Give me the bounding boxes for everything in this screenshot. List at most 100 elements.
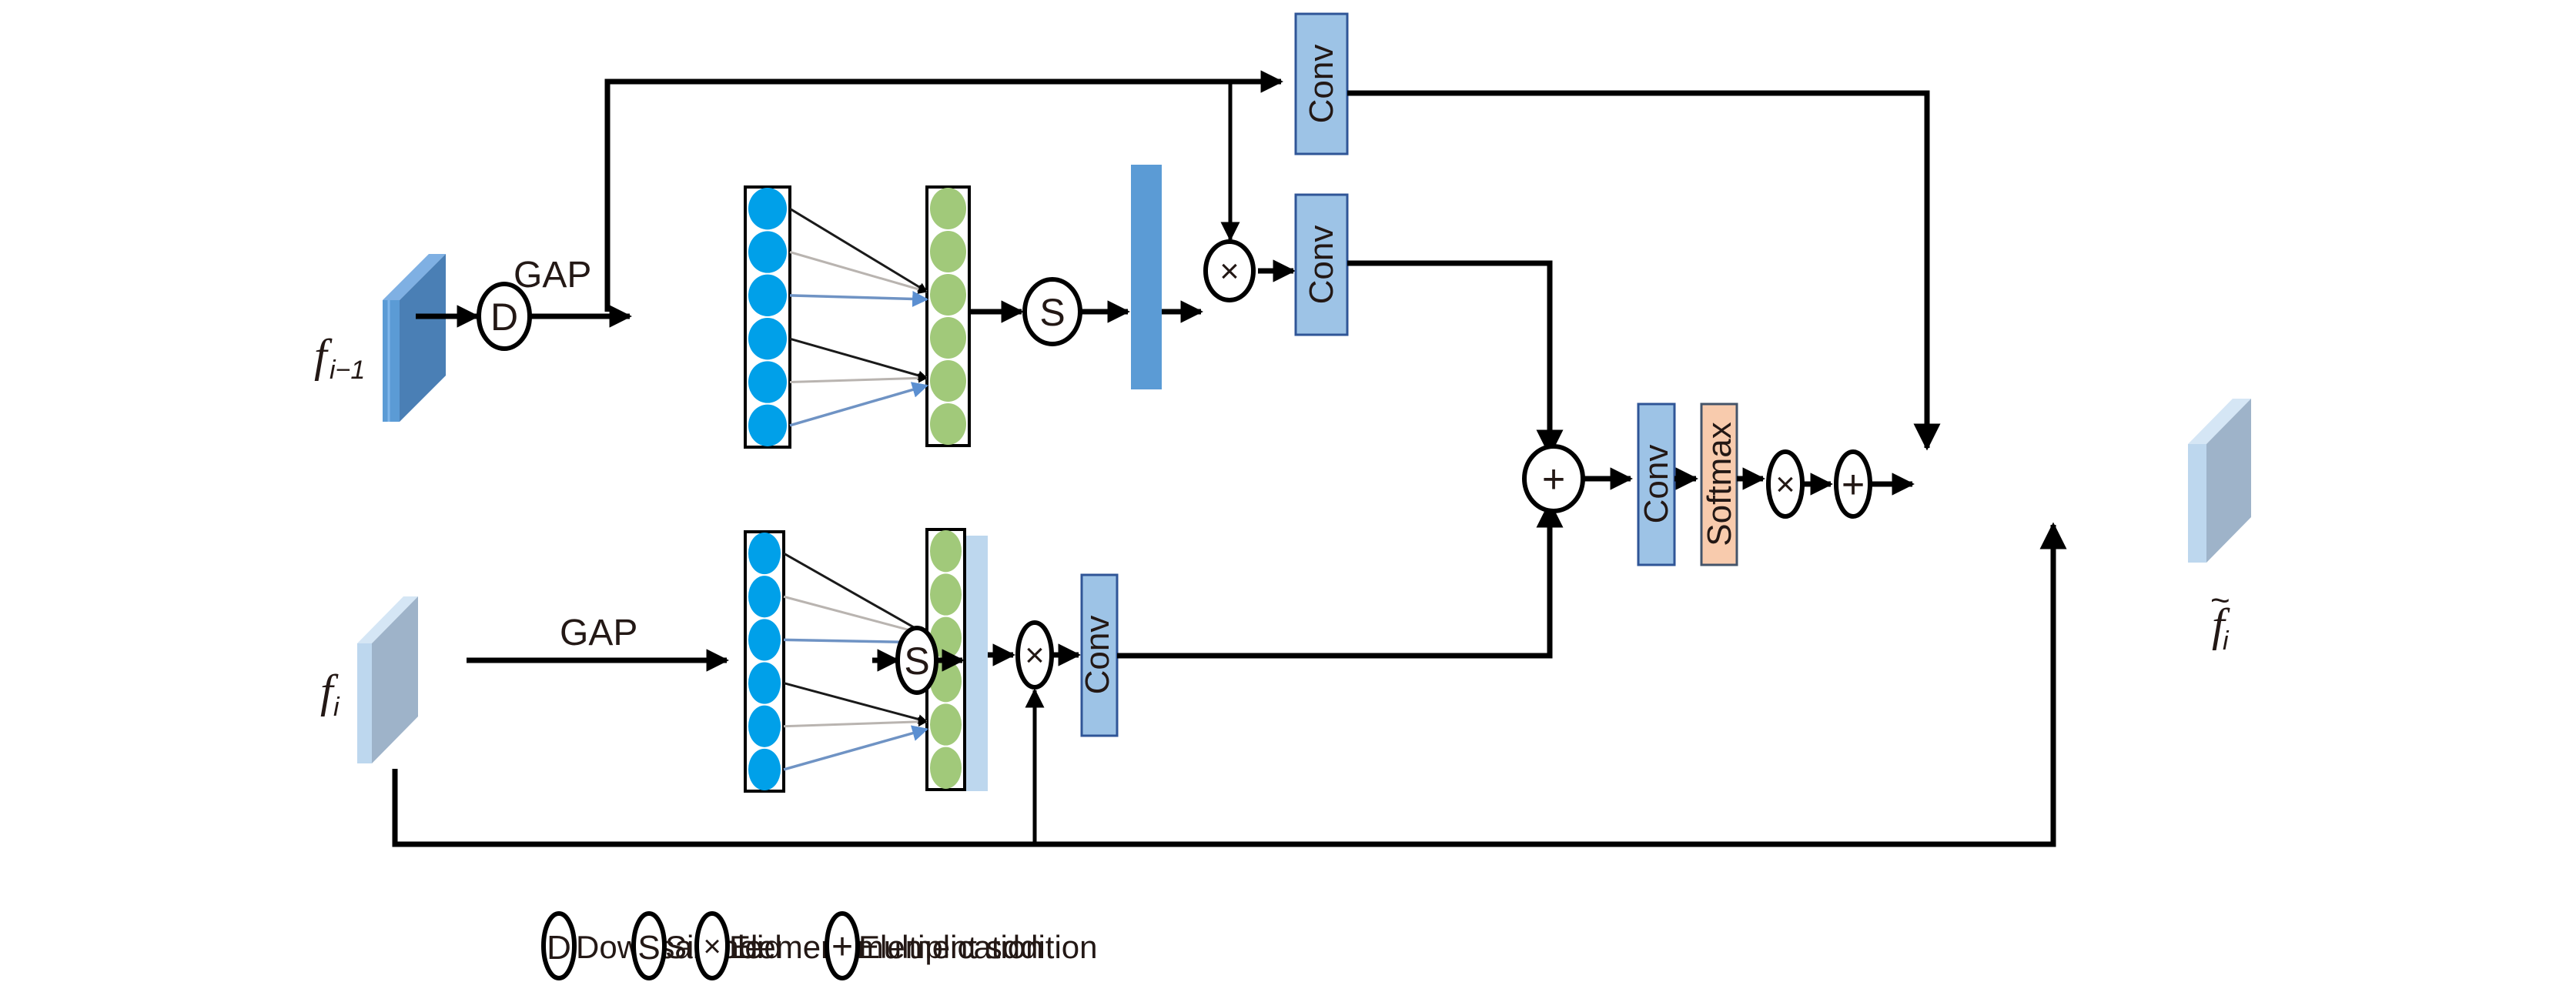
conv-fusion-label: Conv	[1638, 445, 1675, 524]
bypass-line-to-top-conv	[604, 70, 1283, 312]
gap-label-bottom: GAP	[560, 613, 637, 653]
conv-box-bypass: Conv	[1294, 12, 1349, 155]
feature-map-curr-top	[357, 596, 418, 643]
add-op-residual: +	[1834, 449, 1872, 519]
fc-bottom-input-neuron	[748, 662, 781, 704]
label-prev-subscript: i−1	[330, 356, 365, 385]
legend-multiplication-label: Element multiplication	[729, 929, 1044, 965]
add-symbol-residual: +	[1842, 463, 1865, 507]
fc-connection	[789, 207, 928, 293]
fc-bottom-output-neuron	[930, 747, 962, 789]
fc-top-input-neuron	[748, 318, 787, 360]
label-prev: f i−1	[314, 330, 365, 385]
fc-top-connections	[789, 207, 929, 427]
legend: D Downsample S Sigmoid × Element multipl…	[541, 911, 1098, 980]
fc-top-output-neuron	[930, 317, 966, 359]
weight-vector-bottom	[966, 536, 988, 791]
sigmoid-symbol-top: S	[1039, 291, 1065, 334]
fc-connection	[789, 290, 929, 307]
add-symbol-fusion: +	[1542, 457, 1565, 502]
fc-top-output-neuron	[930, 403, 966, 445]
fc-top-output-neuron	[930, 231, 966, 272]
arrow-conv-bottom-to-add	[1117, 500, 1564, 659]
feature-map-curr-side	[372, 596, 418, 763]
fc-top-output-frame	[925, 185, 971, 447]
softmax-box-rect	[1700, 402, 1738, 566]
add-op-fusion: +	[1522, 444, 1585, 513]
softmax-box: Softmax	[1700, 402, 1738, 566]
fc-top-output-layer	[925, 185, 971, 447]
conv-box-top: Conv	[1294, 193, 1349, 336]
legend-addition-symbol: +	[831, 927, 853, 967]
softmax-label: Softmax	[1701, 422, 1738, 546]
fc-bottom-input-neuron	[748, 619, 781, 661]
fc-bottom-input-layer	[744, 530, 785, 793]
multiply-op-bottom: ×	[1015, 620, 1054, 690]
conv-bottom-label: Conv	[1079, 616, 1116, 695]
fc-bottom-input-neuron	[748, 576, 781, 618]
sigmoid-op-bottom: S	[895, 626, 938, 695]
fc-top-input-neuron	[748, 187, 787, 230]
fc-bottom-input-neuron	[748, 533, 781, 575]
fc-connection	[789, 337, 928, 380]
gap-label-top: GAP	[514, 255, 591, 296]
legend-item-downsample: D Downsample	[541, 911, 763, 980]
legend-multiplication-symbol: ×	[703, 930, 721, 964]
fc-connection	[783, 716, 928, 728]
conv-bypass-label: Conv	[1303, 45, 1340, 124]
fc-top-output-neuron	[930, 360, 966, 402]
fc-top-output-neuron	[930, 188, 966, 229]
fc-connection	[789, 382, 929, 427]
legend-item-addition: + Element sddition	[825, 911, 1098, 980]
downsample-op: D	[477, 282, 532, 351]
legend-item-multiplication: × Element multiplication	[694, 911, 1044, 980]
fc-top-input-neuron	[748, 361, 787, 403]
fc-connection	[783, 725, 929, 771]
feature-map-curr-front	[357, 643, 372, 763]
arrow-conv-top-to-add	[1347, 260, 1564, 457]
feature-map-prev-top	[383, 254, 446, 300]
label-output: f ~ i	[2210, 582, 2230, 656]
fc-top-input-frame	[744, 185, 791, 449]
label-output-subscript: i	[2223, 626, 2230, 656]
downsample-symbol: D	[490, 296, 518, 339]
sigmoid-op-top: S	[1022, 277, 1082, 346]
label-output-tilde: ~	[2210, 582, 2230, 620]
fc-bottom-output-neuron	[930, 703, 962, 746]
fc-connection	[789, 373, 928, 383]
feature-map-output-top	[2188, 399, 2251, 444]
feature-map-curr	[357, 596, 418, 763]
conv-box-top-rect	[1294, 193, 1349, 336]
fc-bottom-output-neuron	[930, 573, 962, 616]
fc-bottom-output-neuron	[930, 616, 962, 659]
legend-item-sigmoid: S Sigmoid	[631, 911, 782, 980]
fc-connection	[783, 552, 928, 636]
feature-map-output-side	[2206, 399, 2251, 563]
conv-box-fusion-rect	[1637, 402, 1676, 566]
fc-top-input-neuron	[748, 231, 787, 273]
weight-vector-top	[1131, 165, 1162, 389]
conv-box-bypass-rect	[1294, 12, 1349, 155]
multiply-op-fusion: ×	[1766, 449, 1805, 519]
fc-top-output-neuron	[930, 274, 966, 316]
feature-map-output-front	[2188, 444, 2206, 563]
fc-bottom-input-neuron	[748, 705, 781, 747]
feature-map-output	[2188, 399, 2251, 563]
fc-top-input-neuron	[748, 404, 787, 446]
feature-map-prev-front	[383, 300, 400, 422]
fc-top-input-neuron	[748, 274, 787, 317]
legend-downsample-symbol: D	[547, 929, 571, 967]
fc-bottom-input-neuron	[748, 748, 781, 790]
legend-downsample-label: Downsample	[576, 929, 763, 965]
fc-connection	[783, 595, 928, 637]
multiply-symbol-top: ×	[1219, 252, 1239, 290]
fc-connection	[789, 251, 928, 294]
legend-sigmoid-symbol: S	[637, 929, 660, 967]
legend-addition-label: Element sddition	[858, 929, 1098, 965]
conv-box-fusion: Conv	[1637, 402, 1676, 566]
arrow-conv-bypass-to-multiply	[1347, 90, 1941, 451]
conv-top-label: Conv	[1303, 225, 1340, 305]
multiply-symbol-bottom: ×	[1025, 636, 1045, 674]
feature-map-prev	[383, 254, 446, 422]
